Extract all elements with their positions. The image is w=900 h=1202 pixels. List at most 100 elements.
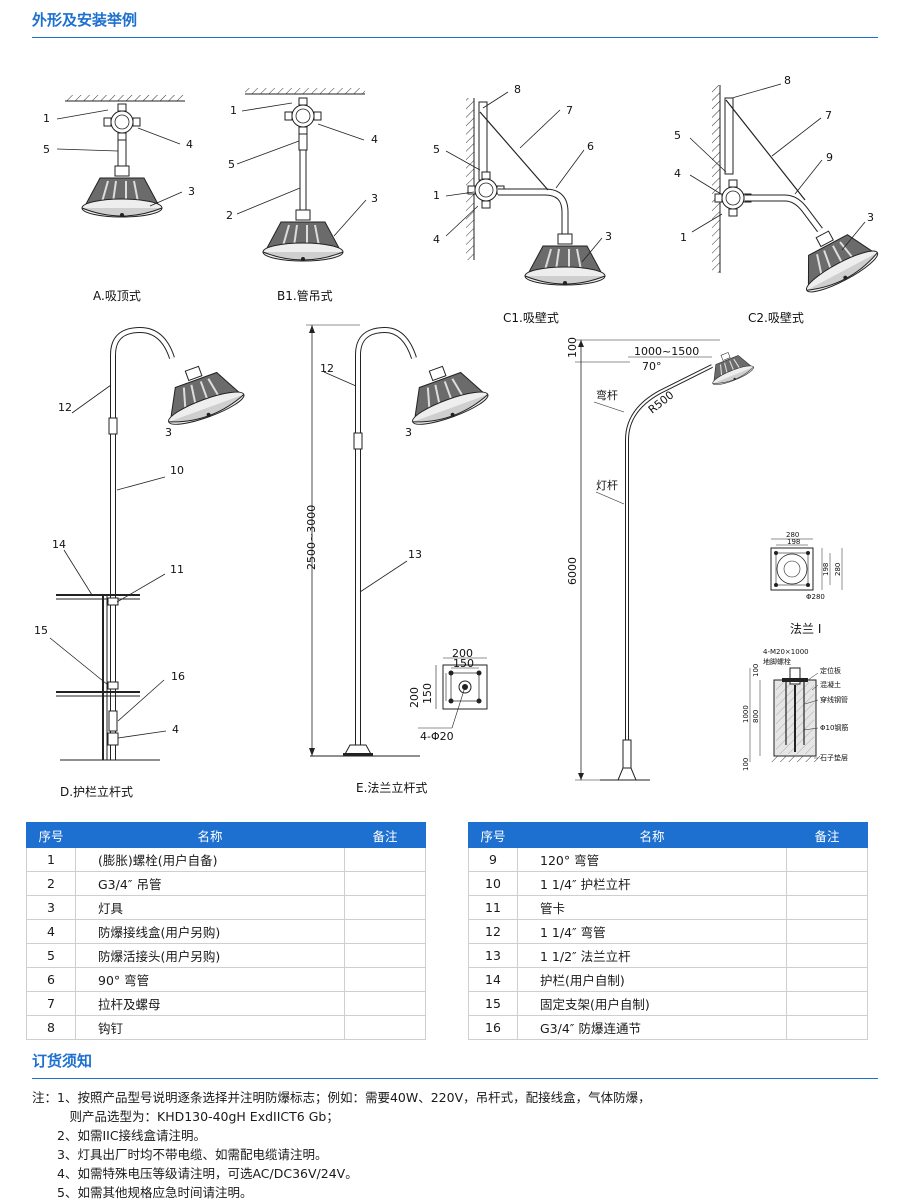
- fd-concrete: 混凝土: [820, 680, 841, 689]
- row-name: 防爆活接头(用户另购): [75, 943, 345, 968]
- svg-text:8: 8: [784, 74, 791, 87]
- row-no: 12: [468, 919, 518, 944]
- row-no: 2: [26, 871, 76, 896]
- dim-plate-150-v: 150: [421, 683, 434, 704]
- fd-conduit: 穿线钢管: [820, 695, 848, 704]
- svg-text:12: 12: [320, 362, 334, 375]
- row-note: [344, 895, 426, 920]
- row-name: 1 1/4″ 护栏立杆: [517, 871, 787, 896]
- dim-pole-height: 6000: [566, 557, 579, 585]
- note-line: 则产品选型为：KHD130-40gH ExdIICT6 Gb；: [32, 1109, 339, 1124]
- row-note: [344, 919, 426, 944]
- svg-text:3: 3: [867, 211, 874, 224]
- dim-arm-reach: 1000~1500: [634, 345, 699, 358]
- dim-plate-holes: 4-Φ20: [420, 730, 454, 743]
- row-name: 120° 弯管: [517, 847, 787, 872]
- note-line: 2、如需IIC接线盒请注明。: [32, 1128, 207, 1143]
- row-name: 防爆接线盒(用户另购): [75, 919, 345, 944]
- svg-text:1: 1: [43, 112, 50, 125]
- title-rule: [32, 37, 878, 38]
- svg-text:14: 14: [52, 538, 66, 551]
- row-no: 10: [468, 871, 518, 896]
- row-name: G3/4″ 吊管: [75, 871, 345, 896]
- fd-1000: 1000: [742, 705, 750, 723]
- row-no: 15: [468, 991, 518, 1016]
- svg-text:16: 16: [171, 670, 185, 683]
- row-name: 管卡: [517, 895, 787, 920]
- svg-text:8: 8: [514, 83, 521, 96]
- svg-text:4: 4: [371, 133, 378, 146]
- dim-arm-angle: 70°: [642, 360, 662, 373]
- table-row: 1(膨胀)螺栓(用户自备): [26, 847, 426, 872]
- row-name: G3/4″ 防爆连通节: [517, 1015, 787, 1040]
- svg-text:1: 1: [680, 231, 687, 244]
- row-name: 1 1/2″ 法兰立杆: [517, 943, 787, 968]
- row-note: [786, 895, 868, 920]
- dim-flange-280-side: 280: [834, 563, 842, 576]
- dim-flange-diameter: Φ280: [806, 593, 825, 601]
- svg-text:4: 4: [674, 167, 681, 180]
- dim-flange-280-top: 280: [786, 531, 799, 539]
- svg-text:7: 7: [566, 104, 573, 117]
- caption-a: A.吸顶式: [93, 289, 141, 303]
- figure-a-ceiling-mount: 1 5 4 3 A.吸顶式: [43, 95, 195, 303]
- row-note: [786, 871, 868, 896]
- dim-height-e: 2500~3000: [305, 505, 318, 570]
- row-no: 9: [468, 847, 518, 872]
- svg-text:13: 13: [408, 548, 422, 561]
- installation-diagrams: 1 5 4 3 A.吸顶式 1 5 4 2 3 B1.管吊式: [34, 74, 883, 799]
- svg-text:1: 1: [230, 104, 237, 117]
- figure-c1-wall-mount: 8 7 6 5 1 4 3 C1.吸壁式: [433, 83, 612, 325]
- row-name: 钩钉: [75, 1015, 345, 1040]
- fd-100-bottom: 100: [742, 758, 750, 771]
- row-name: 拉杆及螺母: [75, 991, 345, 1016]
- svg-text:15: 15: [34, 624, 48, 637]
- svg-text:2: 2: [226, 209, 233, 222]
- dim-pole-top: 100: [566, 337, 579, 358]
- row-no: 1: [26, 847, 76, 872]
- row-no: 5: [26, 943, 76, 968]
- row-no: 7: [26, 991, 76, 1016]
- svg-text:3: 3: [188, 185, 195, 198]
- col-no: 序号: [468, 822, 518, 848]
- svg-text:10: 10: [170, 464, 184, 477]
- svg-text:3: 3: [405, 426, 412, 439]
- note-line: 5、如需其他规格应急时间请注明。: [32, 1185, 253, 1200]
- note-line: 3、灯具出厂时均不带电缆、如需配电缆请注明。: [32, 1147, 328, 1162]
- row-name: 1 1/4″ 弯管: [517, 919, 787, 944]
- svg-text:3: 3: [165, 426, 172, 439]
- row-note: [786, 847, 868, 872]
- svg-text:4: 4: [172, 723, 179, 736]
- svg-text:4: 4: [433, 233, 440, 246]
- dim-flange-198-side: 198: [822, 563, 830, 576]
- col-name: 名称: [75, 822, 345, 848]
- caption-e: E.法兰立杆式: [356, 780, 427, 795]
- row-name: (膨胀)螺栓(用户自备): [75, 847, 345, 872]
- caption-d: D.护栏立杆式: [60, 784, 133, 799]
- fd-bar: Φ10钢筋: [820, 723, 848, 732]
- dim-plate-150-h: 150: [453, 657, 474, 670]
- fd-800: 800: [752, 710, 760, 723]
- svg-text:12: 12: [58, 401, 72, 414]
- figure-d-guardrail-pole: 12 3 10 14 11 15 16 4 D.护栏立杆式: [34, 326, 248, 799]
- fd-gravel: 石子垫层: [820, 753, 848, 762]
- svg-text:7: 7: [825, 109, 832, 122]
- svg-text:4: 4: [186, 138, 193, 151]
- figure-b1-pipe-hanging: 1 5 4 2 3 B1.管吊式: [226, 88, 378, 303]
- page-title: 外形及安装举例: [32, 11, 138, 29]
- row-no: 4: [26, 919, 76, 944]
- row-note: [786, 943, 868, 968]
- dim-plate-200-h: 200: [452, 647, 473, 660]
- svg-text:5: 5: [433, 143, 440, 156]
- svg-text:6: 6: [587, 140, 594, 153]
- fd-anchor: 地脚螺栓: [763, 657, 791, 666]
- svg-text:1: 1: [433, 189, 440, 202]
